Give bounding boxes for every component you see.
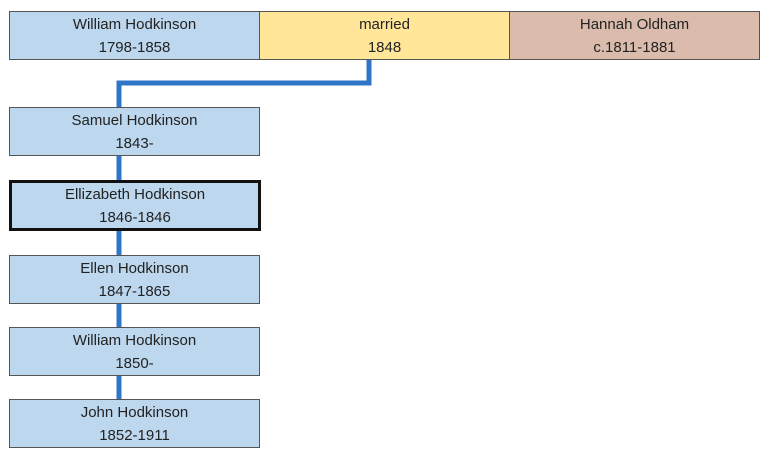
child-box-ellen[interactable]: Ellen Hodkinson 1847-1865 xyxy=(9,255,260,304)
child-box-samuel[interactable]: Samuel Hodkinson 1843- xyxy=(9,107,260,156)
father-dates: 1798-1858 xyxy=(98,38,171,56)
child-dates: 1852-1911 xyxy=(99,426,170,444)
child-dates: 1843- xyxy=(115,134,154,152)
marriage-to-children-line xyxy=(116,60,372,108)
marriage-box[interactable]: married 1848 xyxy=(259,11,510,60)
child-dates: 1847-1865 xyxy=(98,282,171,300)
child-dates: 1850- xyxy=(115,354,154,372)
child-name: Samuel Hodkinson xyxy=(71,111,198,129)
child-box-john[interactable]: John Hodkinson 1852-1911 xyxy=(9,399,260,448)
child-name: Ellen Hodkinson xyxy=(80,259,189,277)
child-box-ellizabeth[interactable]: Ellizabeth Hodkinson 1846-1846 xyxy=(9,180,261,231)
child-name: John Hodkinson xyxy=(80,403,189,421)
child-dates: 1846-1846 xyxy=(99,208,171,226)
child-name: William Hodkinson xyxy=(72,331,197,349)
child-box-william[interactable]: William Hodkinson 1850- xyxy=(9,327,260,376)
mother-name: Hannah Oldham xyxy=(579,15,690,33)
marriage-label: married xyxy=(359,15,410,33)
mother-box[interactable]: Hannah Oldham c.1811-1881 xyxy=(509,11,760,60)
father-box[interactable]: William Hodkinson 1798-1858 xyxy=(9,11,260,60)
marriage-year: 1848 xyxy=(367,38,402,56)
father-name: William Hodkinson xyxy=(72,15,197,33)
mother-dates: c.1811-1881 xyxy=(593,38,676,56)
child-name: Ellizabeth Hodkinson xyxy=(64,185,206,203)
